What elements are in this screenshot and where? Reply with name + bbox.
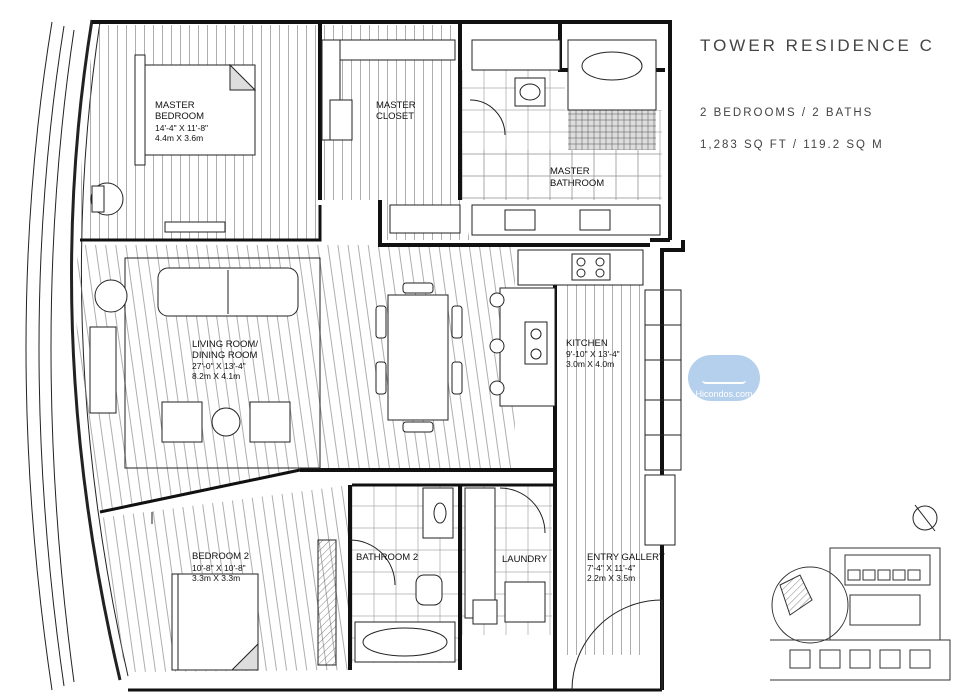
master-bedroom-dim-m: 4.4m X 3.6m bbox=[155, 133, 203, 143]
master-closet-label: MASTER bbox=[376, 100, 416, 111]
master-bathroom-label: MASTER bbox=[550, 166, 590, 177]
shower-mosaic bbox=[568, 110, 656, 150]
kitchen-label: KITCHEN bbox=[566, 338, 608, 349]
watermark-badge: Hicondos.com bbox=[688, 355, 760, 401]
entry-gallery-label: ENTRY GALLERY bbox=[587, 552, 666, 563]
laundry-label: LAUNDRY bbox=[502, 554, 548, 565]
entry-gallery-floor bbox=[560, 285, 645, 655]
svg-text:BEDROOM: BEDROOM bbox=[155, 111, 204, 122]
svg-text:DINING ROOM: DINING ROOM bbox=[192, 350, 258, 361]
bedroom-2-furniture bbox=[151, 512, 337, 671]
bathroom-2-label: BATHROOM 2 bbox=[356, 552, 418, 563]
kitchen-dim-ft: 9'-10" X 13'-4" bbox=[566, 349, 620, 359]
entry-door bbox=[571, 599, 663, 691]
closet-shelving bbox=[321, 39, 461, 234]
kitchen-fixtures bbox=[489, 249, 682, 546]
laundry-fixtures bbox=[464, 487, 546, 625]
watermark-text: Hicondos.com bbox=[695, 389, 753, 399]
living-room-label: LIVING ROOM/ bbox=[192, 339, 258, 350]
key-plan bbox=[770, 547, 951, 681]
master-bedroom-label: MASTER bbox=[155, 100, 195, 111]
area-text: 1,283 SQ FT / 119.2 SQ M bbox=[700, 139, 884, 151]
kitchen-dim-m: 3.0m X 4.0m bbox=[566, 359, 614, 369]
svg-text:CLOSET: CLOSET bbox=[376, 111, 414, 122]
entry-gallery-dim-ft: 7'-4" X 11'-4" bbox=[587, 563, 635, 573]
living-room-dim-m: 8.2m X 4.1m bbox=[192, 371, 240, 381]
living-room-dim-ft: 27'-0" X 13'-4" bbox=[192, 361, 246, 371]
bedroom-2-dim-m: 3.3m X 3.3m bbox=[192, 573, 240, 583]
entry-gallery-dim-m: 2.2m X 3.5m bbox=[587, 573, 635, 583]
bedroom-2-dim-ft: 10'-8" X 10'-8" bbox=[192, 563, 246, 573]
master-bed bbox=[90, 54, 257, 233]
master-bedroom-dim-ft: 14'-4" X 11'-8" bbox=[155, 123, 208, 133]
bathroom-2-fixtures bbox=[349, 487, 456, 663]
master-closet-floor bbox=[320, 25, 470, 240]
north-arrow-icon bbox=[912, 504, 938, 532]
master-bath-fixtures bbox=[469, 39, 661, 236]
residence-title: TOWER RESIDENCE C bbox=[700, 36, 935, 55]
living-furniture bbox=[89, 257, 463, 469]
bedroom-2-label: BEDROOM 2 bbox=[192, 551, 249, 562]
beds-baths: 2 BEDROOMS / 2 BATHS bbox=[700, 107, 874, 119]
svg-text:BATHROOM: BATHROOM bbox=[550, 178, 604, 189]
